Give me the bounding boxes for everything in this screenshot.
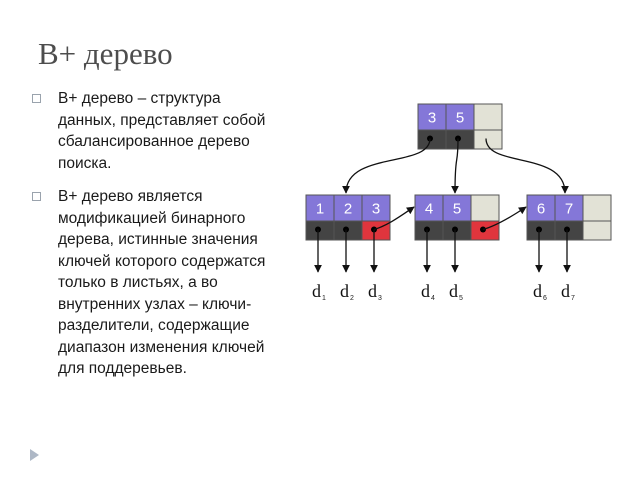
bullet-marker-icon [32,192,41,201]
bullet-item: B+ дерево – структура данных, представля… [32,88,272,174]
pointer-cell [473,129,503,150]
key-label: 4 [425,201,433,218]
key-label: 6 [537,201,545,218]
bullet-text: B+ дерево – структура данных, представля… [58,90,266,172]
child-pointer-arrow [451,138,459,194]
key-label: 1 [316,201,324,218]
data-record-label: d [340,281,349,301]
child-pointer-arrow [485,138,569,194]
key-label: 5 [453,201,461,218]
bullet-marker-icon [32,94,41,103]
data-record-label: d [368,281,377,301]
data-record-subscript: 6 [543,295,547,302]
key-label: 2 [344,201,352,218]
key-label: 7 [565,201,573,218]
data-record-label: d [533,281,542,301]
next-leaf-arrow [482,206,527,231]
child-pointer-arrow [342,138,431,194]
data-record-subscript: 4 [431,295,435,302]
key-label: 3 [428,110,436,127]
data-record-subscript: 3 [378,295,382,302]
key-cell [414,194,444,222]
data-record-subscript: 1 [322,295,326,302]
data-record-subscript: 2 [350,295,354,302]
key-cell [445,103,475,131]
bullet-text: B+ дерево является модификацией бинарног… [58,188,266,377]
data-record-label: d [449,281,458,301]
key-cell [554,194,584,222]
empty-key-cell [582,194,612,222]
pointer-cell [582,220,612,241]
bullet-item: B+ дерево является модификацией бинарног… [32,186,272,380]
slide-title: B+ дерево [38,36,173,71]
empty-key-cell [473,103,503,131]
data-record-subscript: 5 [459,295,463,302]
data-record-subscript: 7 [571,295,575,302]
key-cell [305,194,335,222]
slide-nav-triangle-icon[interactable] [30,449,39,461]
empty-key-cell [470,194,500,222]
next-leaf-arrow [373,206,415,231]
bullet-list: B+ дерево – структура данных, представля… [32,88,272,392]
key-label: 5 [456,110,464,127]
key-cell [417,103,447,131]
data-record-label: d [561,281,570,301]
data-record-label: d [421,281,430,301]
data-record-label: d [312,281,321,301]
key-label: 3 [372,201,380,218]
